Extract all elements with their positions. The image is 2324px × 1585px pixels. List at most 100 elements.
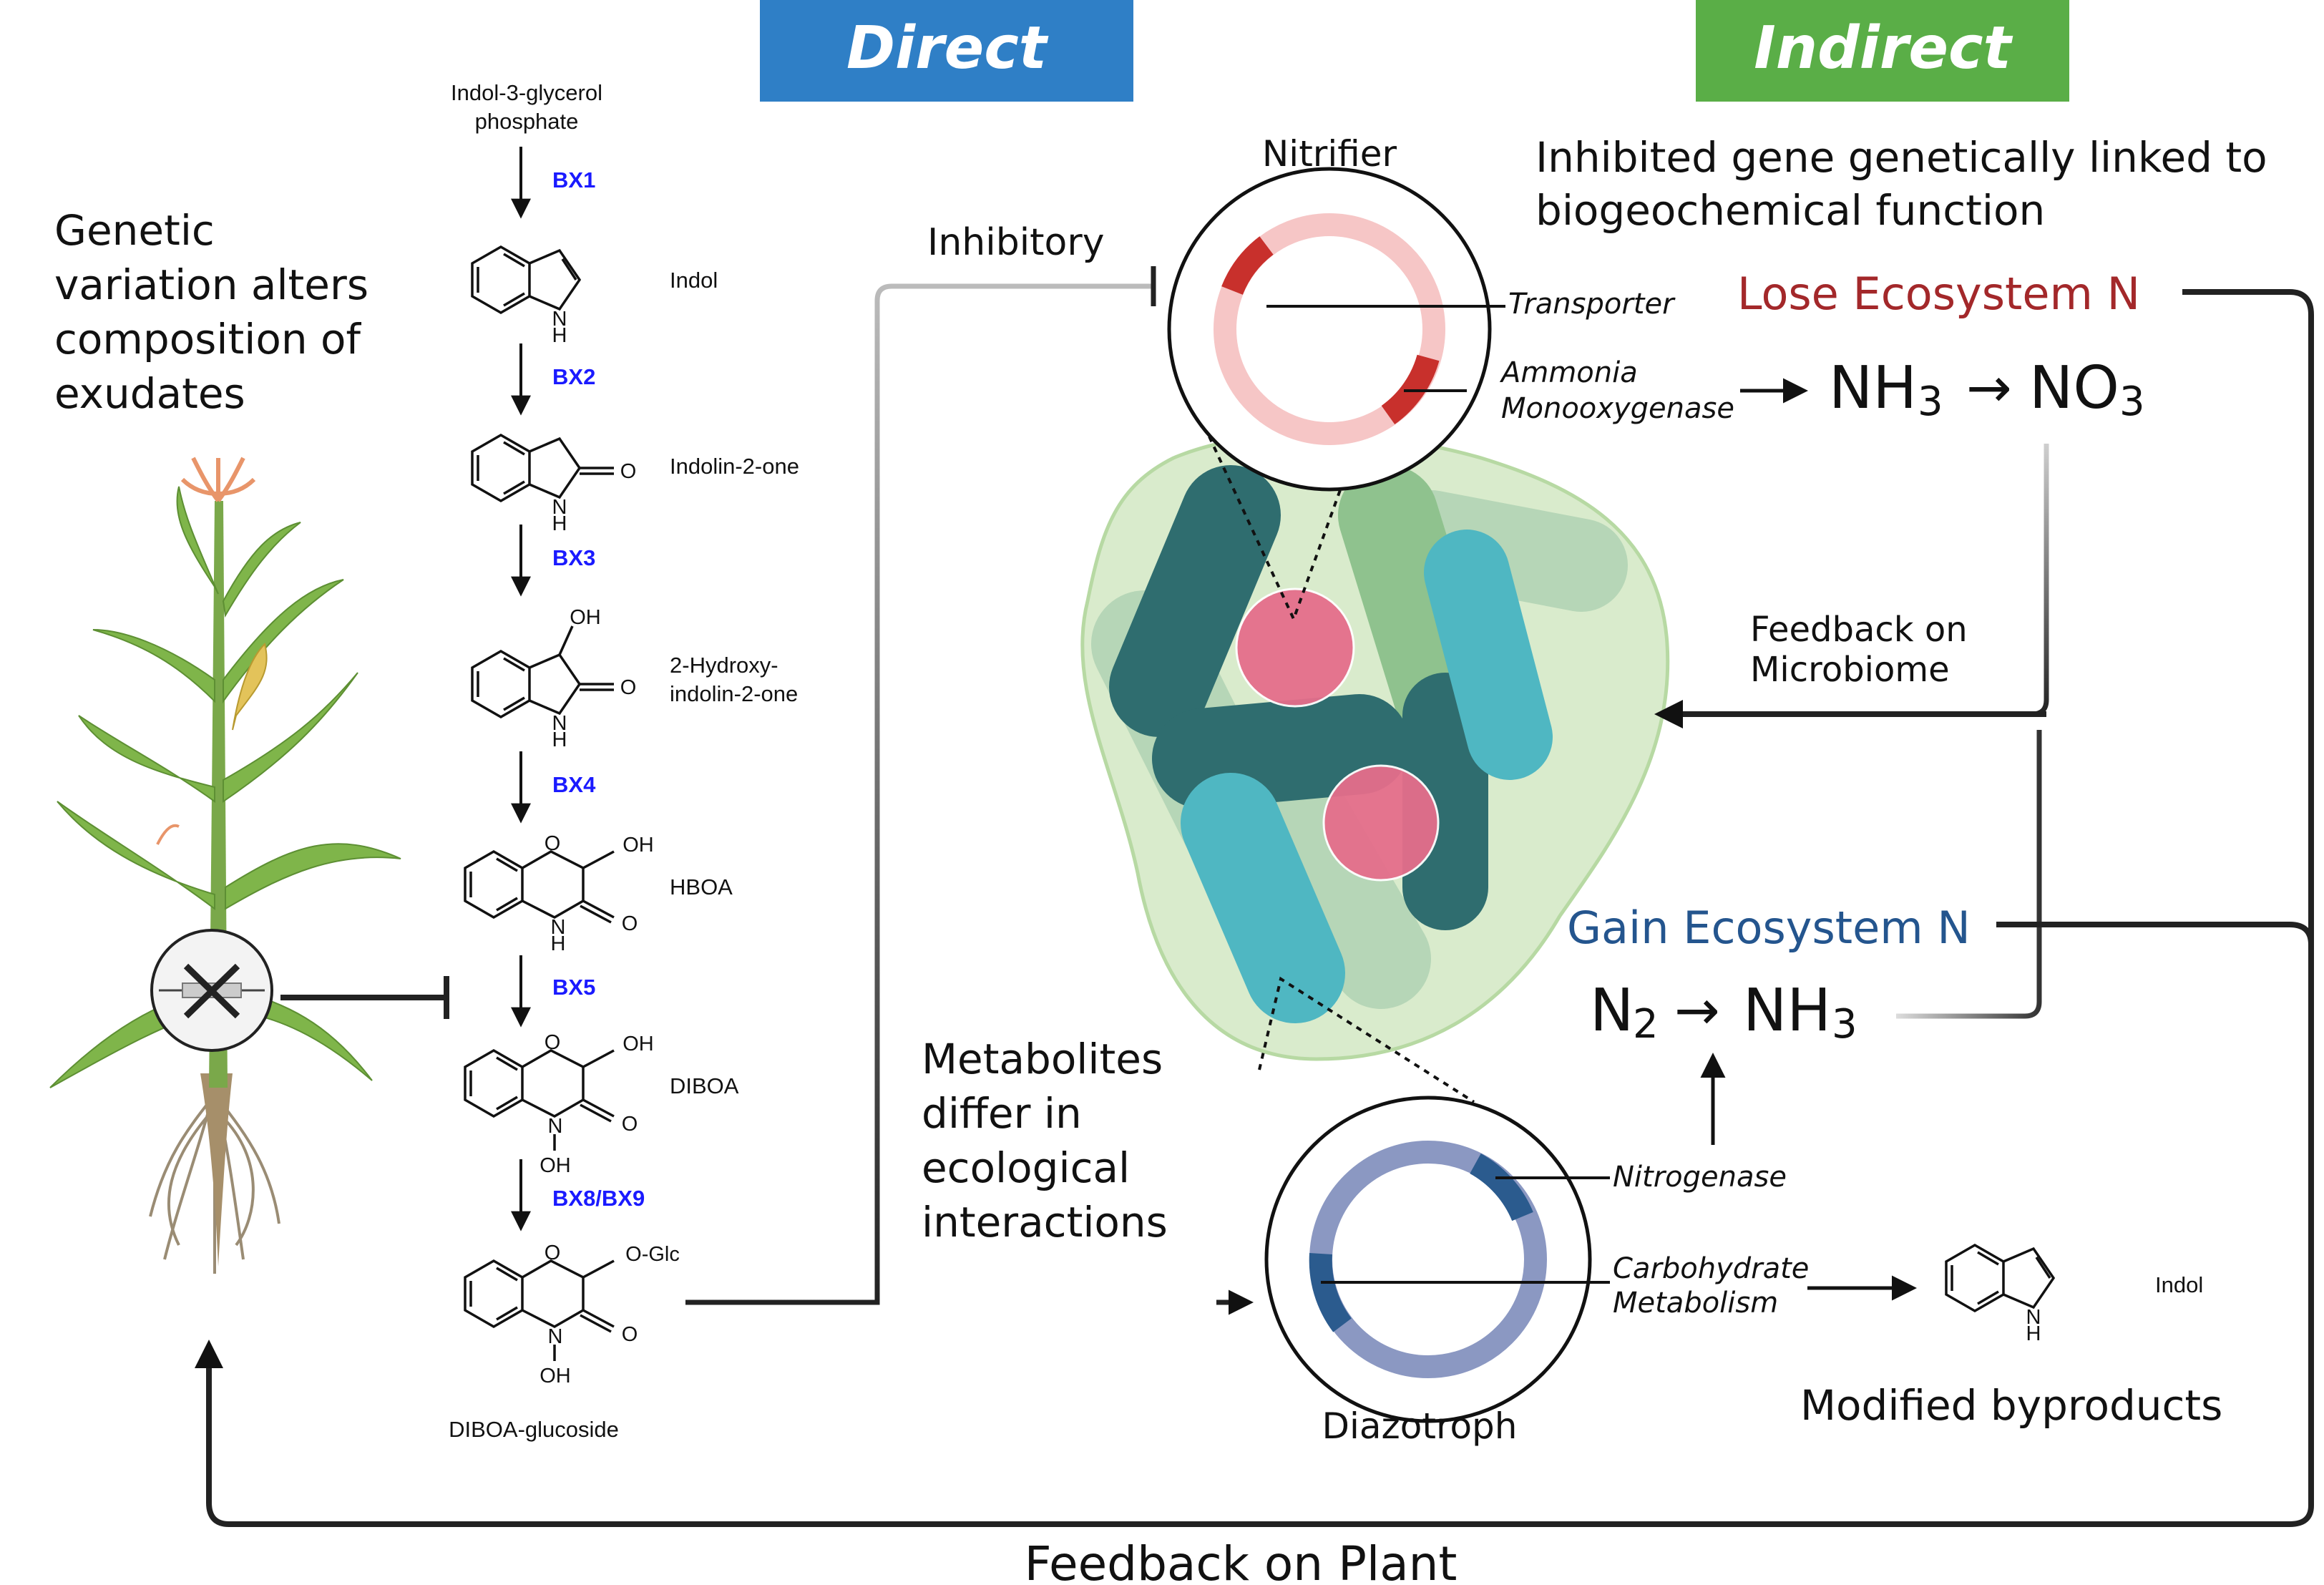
hydroxy-oh: OH <box>570 606 601 629</box>
reaction1-left-sub: 3 <box>1918 379 1943 425</box>
enzyme-bx3: BX3 <box>552 545 595 570</box>
diazotroph-cell <box>1264 1096 1610 1423</box>
plant-description: Genetic variation alters composition of … <box>54 206 368 418</box>
maize-plant-icon <box>49 457 401 1274</box>
reaction2-left: N <box>1590 977 1634 1045</box>
glucoside-n: N <box>548 1325 563 1348</box>
gene-knockout-icon <box>150 929 273 1052</box>
enzyme-bx8-bx9: BX8/BX9 <box>552 1186 645 1211</box>
indirect-label: Indirect <box>1754 14 2013 82</box>
metabolites-line-2: differ in <box>922 1089 1082 1138</box>
glucoside-o: O <box>545 1242 561 1264</box>
modified-byproducts-label: Modified byproducts <box>1800 1381 2222 1430</box>
hboa-keto-o: O <box>622 912 638 935</box>
enzyme-bx5: BX5 <box>552 975 595 1000</box>
plant-desc-line-4: exudates <box>54 369 245 418</box>
molecule-indol <box>471 245 582 315</box>
diboa-n-oh: OH <box>540 1154 571 1177</box>
product-2-hydroxy-line-2: indolin-2-one <box>670 681 798 706</box>
gene-ammonia: Ammonia <box>1499 356 1638 389</box>
indirect-heading-line-2: biogeochemical function <box>1536 186 2045 235</box>
inhibitory-label: Inhibitory <box>927 221 1105 264</box>
molecule-diboa <box>464 1048 615 1151</box>
diboa-n: N <box>548 1115 563 1138</box>
hboa-oh: OH <box>622 834 654 857</box>
reaction-n2-nh3: N 2 → NH 3 <box>1590 977 1857 1048</box>
metabolites-line-4: interactions <box>922 1198 1168 1247</box>
gene-nitrogenase: Nitrogenase <box>1613 1161 1787 1194</box>
nitrifier-cell <box>1167 167 1505 492</box>
feedback-microbiome-line-1: Feedback on <box>1750 610 1968 650</box>
indirect-header: Indirect <box>1696 0 2069 102</box>
feedback-plant-label: Feedback on Plant <box>1025 1536 1458 1585</box>
hydroxy-o: O <box>620 676 637 699</box>
indolinone-h: H <box>552 512 567 535</box>
molecule-hboa <box>464 849 615 924</box>
gene-metabolism: Metabolism <box>1613 1287 1778 1320</box>
reaction2-arrow: → <box>1674 978 1720 1042</box>
plant-desc-line-3: composition of <box>54 315 362 364</box>
hydroxy-n: N <box>552 712 567 735</box>
byproduct-indol-label: Indol <box>2155 1272 2203 1297</box>
pathway-start: Indol-3-glycerol phosphate <box>451 80 602 134</box>
start-compound-line-1: Indol-3-glycerol <box>451 80 602 105</box>
reaction-nh3-no3: NH 3 → NO 3 <box>1829 354 2145 425</box>
reaction2-right: NH <box>1743 977 1831 1045</box>
reaction1-arrow: → <box>1966 356 2012 419</box>
reaction1-right: NO <box>2029 354 2119 422</box>
enzyme-bx4: BX4 <box>552 772 596 797</box>
glucoside-keto-o: O <box>622 1323 638 1346</box>
plant-desc-line-1: Genetic <box>54 206 215 255</box>
metabolites-line-3: ecological <box>922 1143 1130 1192</box>
glucoside-n-oh: OH <box>540 1365 571 1388</box>
indol-nh-n: N <box>552 308 567 331</box>
hboa-h: H <box>551 932 566 955</box>
enzyme-bx2: BX2 <box>552 364 595 389</box>
product-diboa-glucoside: DIBOA-glucoside <box>449 1417 619 1442</box>
hydroxy-h: H <box>552 728 567 751</box>
byproduct-h: H <box>2026 1322 2041 1345</box>
product-diboa: DIBOA <box>670 1073 739 1098</box>
feedback-microbiome-line-2: Microbiome <box>1750 650 1950 690</box>
reaction2-right-sub: 3 <box>1832 1001 1857 1048</box>
molecule-diboa-glucoside <box>464 1259 615 1361</box>
reaction2-left-sub: 2 <box>1633 1001 1659 1048</box>
byproduct-n: N <box>2026 1306 2041 1329</box>
microbial-community-icon <box>1080 431 1670 1103</box>
product-indolin-2-one: Indolin-2-one <box>670 454 799 479</box>
hboa-o: O <box>545 832 561 855</box>
direct-connectors <box>685 266 1254 1315</box>
diboa-keto-o: O <box>622 1113 638 1136</box>
gene-transporter: Transporter <box>1508 288 1676 321</box>
indol-nh-h: H <box>552 324 567 347</box>
diboa-oh: OH <box>622 1033 654 1055</box>
byproduct-indol-molecule <box>1945 1243 2056 1313</box>
gene-carbohydrate: Carbohydrate <box>1613 1252 1809 1285</box>
enzyme-labels: BX1 BX2 BX3 BX4 BX5 BX8/BX9 <box>552 167 645 1211</box>
reaction1-right-sub: 3 <box>2119 379 2145 425</box>
start-compound-line-2: phosphate <box>475 109 579 134</box>
indolinone-o: O <box>620 460 637 483</box>
direct-header: Direct <box>760 0 1133 102</box>
enzyme-bx1: BX1 <box>552 167 595 192</box>
indolinone-n: N <box>552 496 567 519</box>
metabolites-line-1: Metabolites <box>922 1035 1163 1083</box>
lose-ecosystem-n: Lose Ecosystem N <box>1737 268 2140 320</box>
reaction1-left: NH <box>1829 354 1917 422</box>
direct-label: Direct <box>846 14 1049 82</box>
plant-inhibition-connector <box>280 976 449 1019</box>
hboa-n: N <box>551 916 566 939</box>
diboa-o: O <box>545 1031 561 1054</box>
gene-monooxygenase: Monooxygenase <box>1501 392 1734 425</box>
gain-ecosystem-n: Gain Ecosystem N <box>1567 902 1971 954</box>
glucoside-oglc: O-Glc <box>625 1243 680 1266</box>
product-indol: Indol <box>670 268 718 293</box>
indirect-heading-line-1: Inhibited gene genetically linked to <box>1536 133 2267 182</box>
plant-desc-line-2: variation alters <box>54 260 368 309</box>
product-hboa: HBOA <box>670 874 733 899</box>
molecule-2-hydroxy-indolinone <box>471 625 614 719</box>
indirect-connectors <box>195 289 2314 1527</box>
metabolites-text: Metabolites differ in ecological interac… <box>922 1035 1168 1247</box>
